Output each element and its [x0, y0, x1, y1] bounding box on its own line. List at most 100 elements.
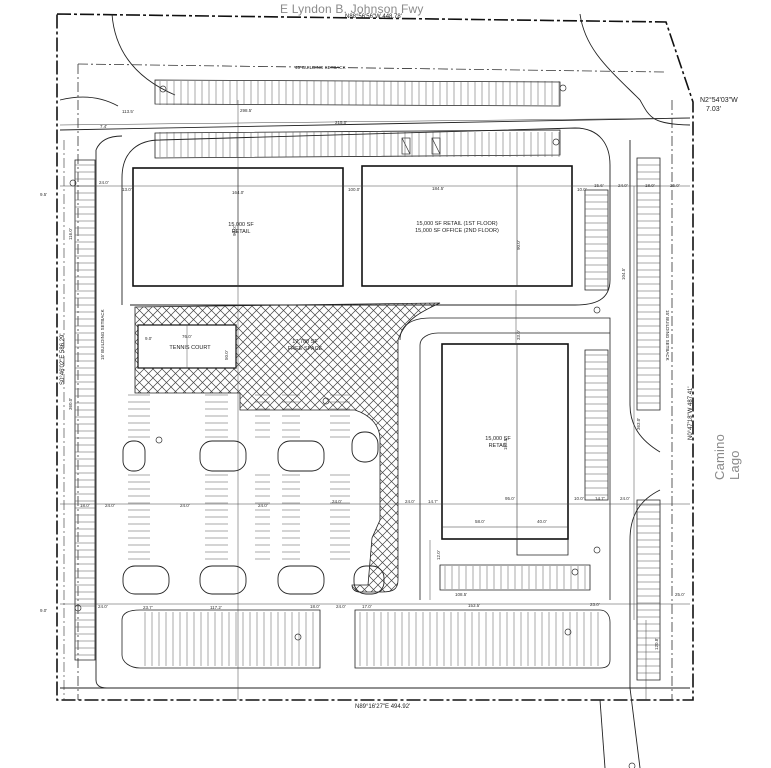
- accessible-stall-marks: [401, 137, 441, 155]
- dimension-label: 76.0': [182, 334, 192, 339]
- dimension-label: 104.5': [621, 268, 626, 280]
- street-label-lbj-freeway: E Lyndon B. Johnson Fwy: [280, 2, 424, 16]
- dimension-label: 23.7': [143, 605, 153, 610]
- east-boundary-label: N0°47'18"W 487.41': [688, 386, 694, 440]
- dimension-label: 10.0': [574, 496, 584, 501]
- dimension-label: 9.0': [145, 336, 152, 341]
- building-b-drive-curb: [399, 317, 611, 600]
- north-inner-curb: [121, 127, 611, 306]
- middle-parking-stalls: [128, 394, 350, 560]
- dimension-label: 153.5': [503, 438, 508, 450]
- bottom-parking-row-left: [121, 609, 321, 669]
- dimension-label: 18.0': [645, 183, 655, 188]
- building-b-south-parking: [439, 564, 591, 591]
- property-boundary: [56, 13, 694, 701]
- corner-distance-label: 7.03': [706, 106, 721, 113]
- setback-left-label: 15' BUILDING SETBACK: [100, 309, 105, 360]
- setback-right-label: 15' BUILDING SETBACK: [665, 310, 670, 361]
- setback-line-top: [77, 63, 666, 73]
- retail-building-b: [441, 343, 569, 540]
- dimension-label: 14.7': [595, 496, 605, 501]
- dimension-label: 24.0': [405, 499, 415, 504]
- dimension-label: 7.4': [100, 124, 107, 129]
- parking-island: [277, 565, 325, 595]
- dimension-label: 24.0': [258, 503, 268, 508]
- dimension-label: 24.0': [98, 604, 108, 609]
- dimension-label: 100.0': [348, 187, 360, 192]
- dimension-label: 164.0': [232, 190, 244, 195]
- right-entry-curb: [639, 99, 691, 126]
- dimension-label: 363.0': [636, 418, 641, 430]
- top-parking-stalls: [159, 81, 560, 105]
- parking-island: [199, 440, 247, 472]
- dimension-label: 58.0': [475, 519, 485, 524]
- dimension-label: 14.7': [428, 499, 438, 504]
- dimension-label: 33.0': [516, 330, 521, 340]
- retail-b-area-label: 15,000 SF: [485, 436, 511, 442]
- upper-parking-row: [154, 129, 561, 159]
- dimension-label: 90.0': [516, 240, 521, 250]
- dimension-label: 120.8': [654, 638, 659, 650]
- west-outer-curb: [95, 135, 123, 689]
- dimension-label: 24.0': [180, 503, 190, 508]
- east-outer-curb: [629, 140, 661, 768]
- parking-island: [199, 565, 247, 595]
- bottom-parking-row-right: [354, 609, 611, 669]
- loading-dock: [516, 539, 569, 556]
- left-parking-strip: [74, 159, 96, 661]
- dimension-label: 113.5': [122, 109, 134, 114]
- parking-island: [122, 565, 170, 595]
- dimension-label: 184.5': [432, 186, 444, 191]
- dimension-label: 10.0': [577, 187, 587, 192]
- north-boundary-label: N88°56'56"W 448.78': [345, 14, 402, 20]
- dimension-label: 18.0': [310, 604, 320, 609]
- dimension-label: 18.0': [80, 503, 90, 508]
- dimension-label: 17.0': [362, 604, 372, 609]
- dimension-label: 24.0': [105, 503, 115, 508]
- retail-office-line1: 15,000 SF RETAIL (1ST FLOOR): [416, 221, 497, 227]
- right-inner-parking-strip: [584, 349, 609, 501]
- dimension-label: 116.0': [68, 228, 73, 240]
- dimension-lines: [59, 100, 691, 700]
- light-poles: [69, 84, 636, 768]
- dimension-label: 9.0': [40, 608, 47, 613]
- dimension-label: 40.0': [537, 519, 547, 524]
- retail-office-line2: 15,000 SF OFFICE (2ND FLOOR): [415, 228, 499, 234]
- dimension-label: 13.0': [122, 187, 132, 192]
- left-parking-stalls: [75, 164, 95, 656]
- dimension-label: 360.0': [68, 398, 73, 410]
- dimension-label: 50.0': [224, 350, 229, 360]
- dimension-label: 24.0': [618, 183, 628, 188]
- dimension-label: 12.0': [436, 550, 441, 560]
- parking-islands: [122, 431, 385, 595]
- parking-island: [351, 431, 379, 463]
- parking-island: [353, 565, 385, 595]
- retail-b-use-label: RETAIL: [489, 443, 508, 449]
- top-entry-curb-left: [111, 13, 176, 96]
- dimension-label: 90.0': [232, 226, 237, 236]
- dimension-label: 153.5': [468, 603, 480, 608]
- bottom-parking-stalls: [144, 566, 599, 666]
- top-parking-row: [154, 79, 561, 107]
- setback-top-label: 45' BUILDING SETBACK: [295, 65, 346, 70]
- corner-bearing-label: N2°54'03"W: [700, 96, 738, 104]
- free-space-area-label: 17,700 SF: [292, 339, 318, 345]
- top-entry-curb-left-2: [59, 96, 119, 107]
- upper-parking-stalls: [159, 132, 560, 157]
- retail-a-area-label: 15,000 SF: [228, 222, 254, 228]
- tennis-court-label: TENNIS COURT: [169, 345, 211, 351]
- free-space-use-label: FREE SPACE: [288, 346, 323, 352]
- parking-island: [277, 440, 325, 472]
- parking-island: [122, 440, 146, 472]
- dimension-label: 117.2': [210, 605, 222, 610]
- top-entry-curb-right: [579, 13, 641, 101]
- south-boundary-label: N89°16'27"E 494.92': [355, 704, 410, 710]
- dimension-label: 23.0': [590, 602, 600, 607]
- dimension-label: 24.0': [336, 604, 346, 609]
- retail-a-use-label: RETAIL: [232, 229, 251, 235]
- dimension-label: 108.5': [455, 592, 467, 597]
- dimension-label: 215.0': [335, 120, 347, 125]
- dimension-label: 25.0': [670, 183, 680, 188]
- dimension-label: 95.0': [505, 496, 515, 501]
